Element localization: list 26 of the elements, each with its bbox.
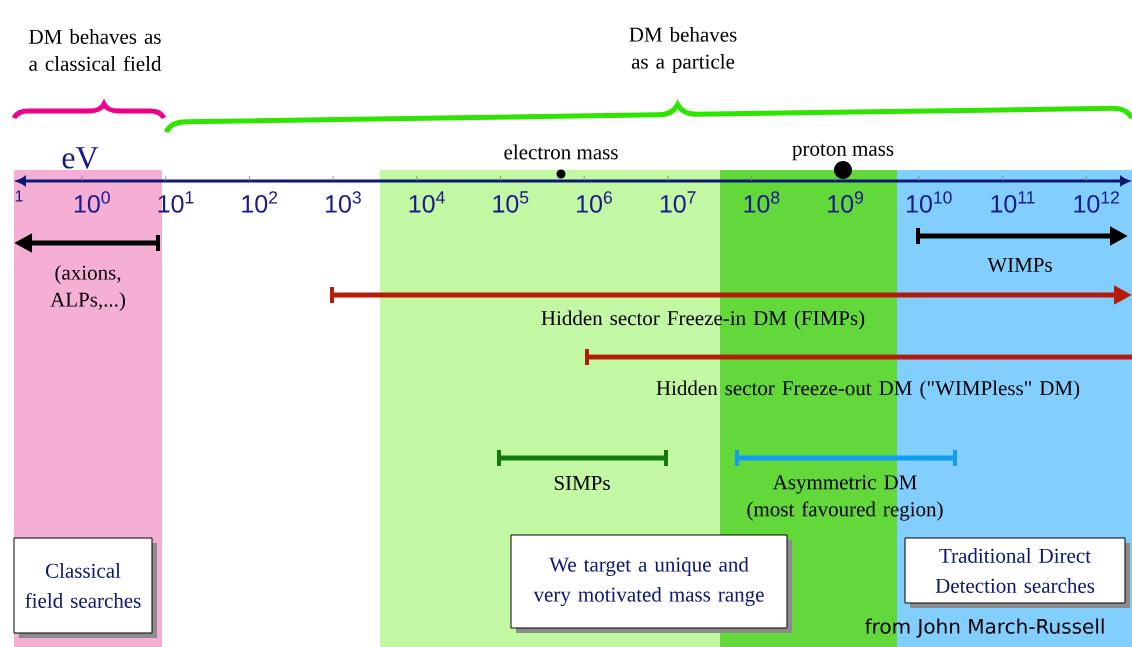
tick-label: 10$^{0}$ [74, 191, 110, 213]
range-label: WIMPs [987, 257, 1052, 273]
region-caption: DM behaves as a particle [629, 27, 737, 73]
mass-label: proton mass [792, 143, 894, 161]
text-box: Traditional Direct Detection searches [904, 537, 1130, 608]
tick-label: 10$^{10}$ [907, 191, 952, 213]
tick-label: 10$^{8}$ [744, 191, 780, 213]
text-box: We target a unique and very motivated mass range [510, 534, 792, 633]
unit-label: eV [62, 147, 99, 169]
tick-label: 10$^{5}$ [493, 191, 529, 213]
tick-label: 10$^{4}$ [409, 191, 445, 213]
tick-label: 10$^{6}$ [577, 191, 612, 213]
tick-label: 10$^{3}$ [326, 191, 361, 213]
tick-label: 10$^{9}$ [828, 191, 863, 213]
tick-label: 10$^{12}$ [1074, 191, 1119, 213]
tick-label: 10$^{1}$ [158, 191, 194, 213]
range-label: (axions, ALPs,...) [50, 265, 125, 311]
text-box: Classical field searches [13, 537, 157, 638]
range-label: Hidden sector Freeze-in DM (FIMPs) [541, 310, 865, 330]
range-label: SIMPs [554, 475, 610, 491]
tick-label: 10$^{2}$ [242, 191, 278, 213]
region-caption: DM behaves as a classical field [29, 29, 162, 71]
tick-label: 1 [15, 190, 23, 202]
mass-label: electron mass [504, 144, 618, 160]
tick-label: 10$^{7}$ [660, 191, 696, 213]
tick-label: 10$^{11}$ [991, 191, 1035, 213]
